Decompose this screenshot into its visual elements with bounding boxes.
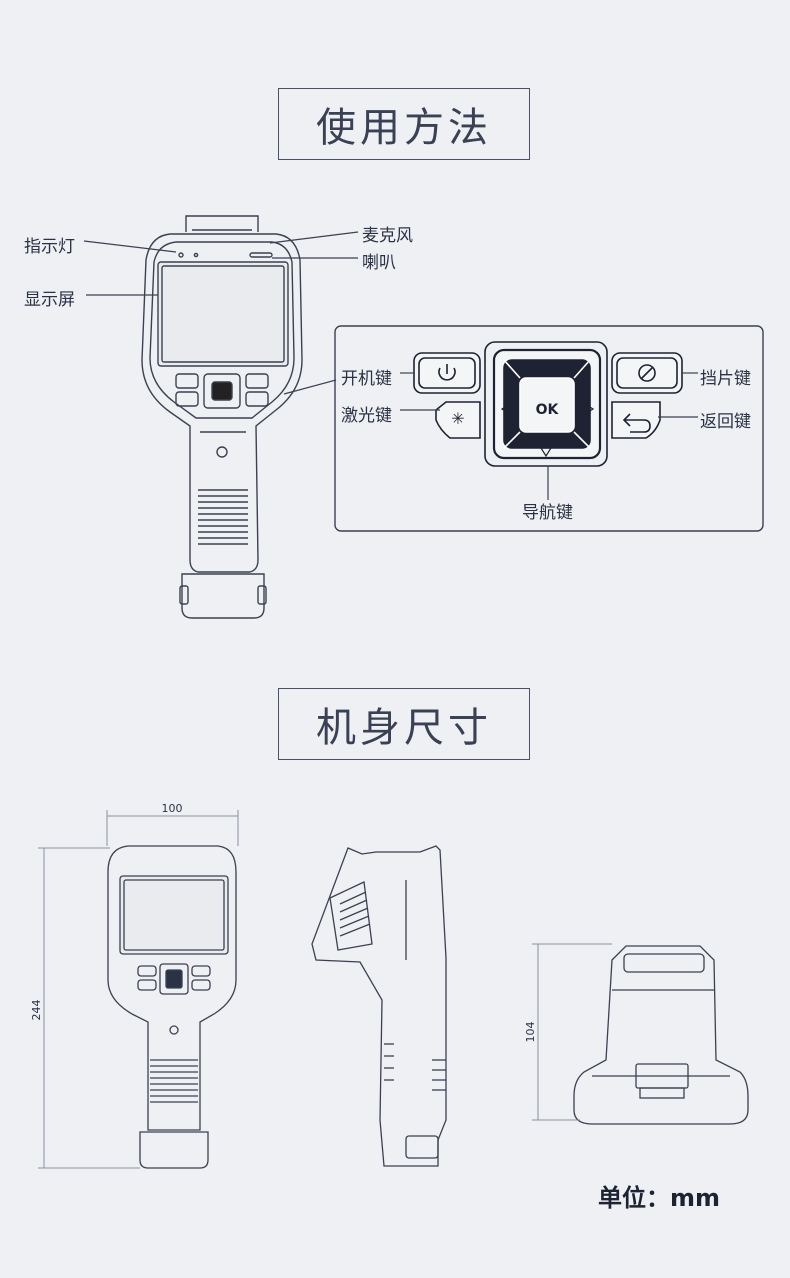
- unit-label: 单位：mm: [598, 1184, 721, 1212]
- laser-icon: ✳: [451, 409, 464, 428]
- label-microphone: 麦克风: [362, 226, 413, 246]
- label-laser-key: 激光键: [341, 406, 392, 426]
- label-screen: 显示屏: [24, 290, 75, 310]
- label-back-key: 返回键: [700, 412, 751, 432]
- label-nav-key: 导航键: [522, 503, 573, 523]
- dimensions-title: 机身尺寸: [278, 688, 530, 760]
- label-speaker: 喇叭: [362, 253, 396, 273]
- label-indicator: 指示灯: [24, 237, 75, 257]
- label-power-key: 开机键: [341, 369, 392, 389]
- dim-height: 244: [30, 1000, 43, 1021]
- ok-label: OK: [536, 402, 560, 418]
- usage-title: 使用方法: [278, 88, 530, 160]
- label-shutter-key: 挡片键: [700, 369, 751, 389]
- dim-width: 100: [162, 802, 183, 815]
- dim-depth: 104: [524, 1022, 537, 1043]
